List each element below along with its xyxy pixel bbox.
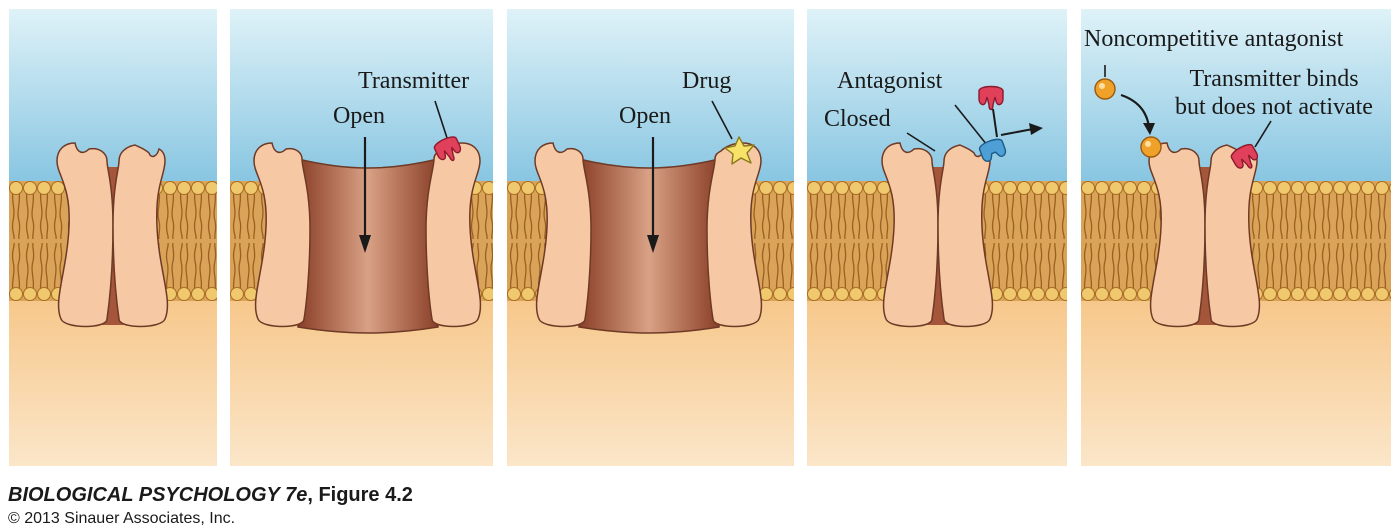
noncompetitive-antagonist-icon [1140,136,1162,158]
figure-number: , Figure 4.2 [307,484,413,506]
transmitter-channel-diagram [230,9,493,466]
panel-resting [9,9,217,466]
leader-line [1254,120,1272,148]
arrow-down-icon [647,137,659,253]
left-subunit [881,142,939,328]
closed-channel [1148,142,1261,328]
noncompetitive-channel-diagram [1081,9,1391,466]
open-label: Open [619,103,671,129]
right-subunit [1204,144,1261,328]
drug-icon [724,136,755,165]
panel-antagonist: Antagonist Closed [807,9,1067,466]
drug-label: Drug [682,68,732,94]
closed-channel [881,142,994,328]
panel-noncompetitive: Noncompetitive antagonist Transmitter bi… [1081,9,1391,466]
noncompetitive-antagonist-label: Noncompetitive antagonist [1084,26,1344,52]
noncompetitive-antagonist-icon [1094,78,1116,100]
panel-agonist: Open Drug [507,9,794,466]
panel-transmitter: Open Transmitter [230,9,493,466]
open-label: Open [333,103,385,129]
copyright-notice: © 2013 Sinauer Associates, Inc. [8,510,236,527]
leader-line [711,100,733,140]
antagonist-channel-diagram [807,9,1067,466]
left-subunit [1148,142,1206,328]
transmitter-binds-label: Transmitter binds [1189,66,1359,92]
book-title: BIOLOGICAL PSYCHOLOGY 7e [8,484,308,506]
left-subunit [56,142,114,328]
agonist-channel-diagram [507,9,794,466]
closed-channel [56,142,169,328]
leader-line [906,132,936,152]
curved-arrow-icon [1120,93,1155,135]
arrow-down-icon [359,137,371,253]
right-subunit [937,144,994,328]
antagonist-icon [978,138,1007,162]
closed-label: Closed [824,106,891,132]
leader-line [434,100,449,142]
figure-caption: BIOLOGICAL PSYCHOLOGY 7e, Figure 4.2 [8,484,413,507]
right-subunit [112,144,169,328]
arrow-right-icon [992,108,1043,138]
transmitter-label: Transmitter [358,68,470,94]
leader-line [954,104,988,146]
antagonist-label: Antagonist [837,68,943,94]
resting-channel-diagram [9,9,217,466]
does-not-activate-label: but does not activate [1175,94,1373,120]
